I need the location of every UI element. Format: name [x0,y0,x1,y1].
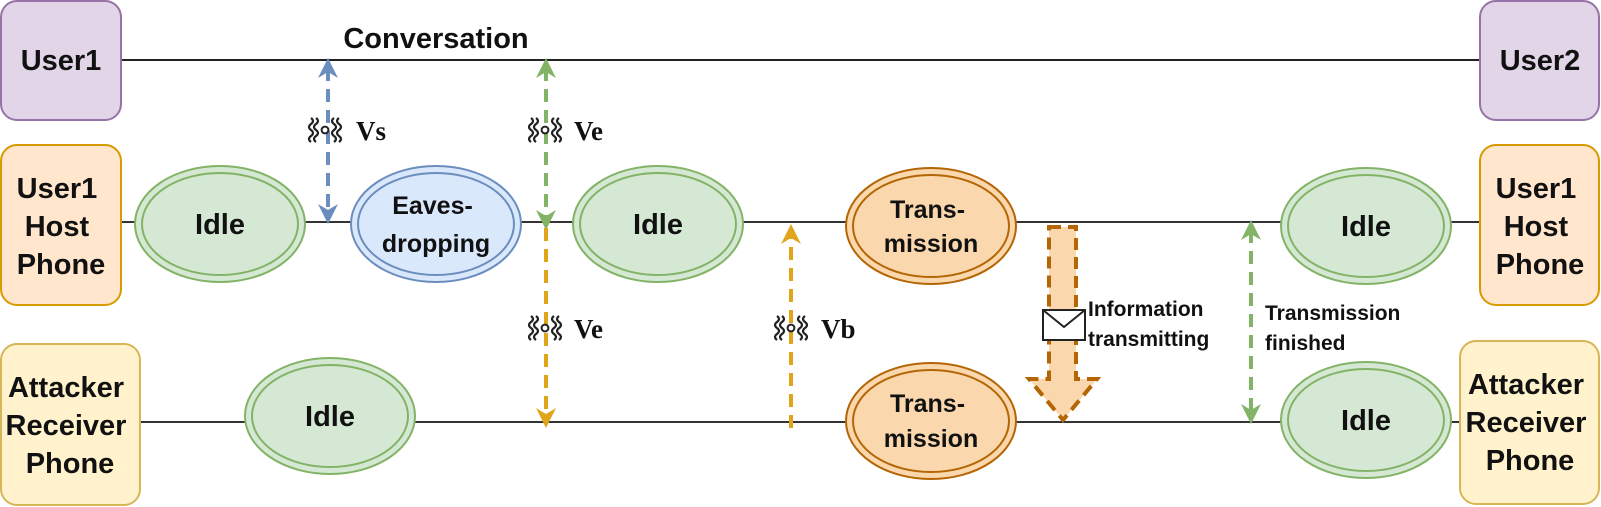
ve-bottom-label: Ve [574,314,603,344]
svg-text:Idle: Idle [195,209,245,241]
svg-text:Trans- mission: Trans- mission [884,390,978,453]
svg-text:Idle: Idle [633,209,683,241]
host-transmission-state: Trans- mission [845,167,1017,285]
svg-text:Attacker Receiver: Attacker Receiver Phone [1466,369,1595,477]
attacker-idle-state-1: Idle [244,357,416,475]
transmission-finished-note: Transmission finished [1265,302,1406,355]
svg-text:Idle: Idle [1341,211,1391,243]
svg-text:Idle: Idle [1341,405,1391,437]
svg-text:Attacker Receiver: Attacker Receiver Phone [6,372,135,480]
user1-box: User1 [0,0,122,121]
user2-box: User2 [1479,0,1600,121]
svg-text:User1 Host Phone: User1 Host Phone [17,173,106,281]
svg-text:User1 Host Phone: User1 Host Phone [1496,173,1585,281]
attacker-transmission-state: Trans- mission [845,362,1017,480]
host-idle-state-3: Idle [1280,167,1452,285]
svg-text:Trans- mission: Trans- mission [884,196,978,258]
host-eavesdropping-state: Eaves- dropping [350,165,522,283]
svg-text:Idle: Idle [305,401,355,433]
vs-wave-icon [307,116,343,144]
conversation-label: Conversation [343,23,528,55]
svg-text:Eaves- dropping: Eaves- dropping [382,192,490,258]
host-phone-box-left: User1 Host Phone [0,144,122,306]
host-idle-state-2: Idle [572,165,744,283]
vb-label: Vb [821,314,856,344]
svg-text:User2: User2 [1500,45,1581,77]
attacker-phone-box-left: Attacker Receiver Phone [0,343,141,506]
attacker-phone-box-right: Attacker Receiver Phone [1459,340,1600,505]
ve-top-label: Ve [574,116,603,146]
vs-label: Vs [356,116,386,146]
svg-text:User1: User1 [21,45,102,77]
information-transmitting-note: Information transmitting [1088,298,1209,351]
host-idle-state-1: Idle [134,165,306,283]
envelope-icon [1042,309,1086,341]
host-phone-box-right: User1 Host Phone [1479,144,1600,306]
attacker-idle-state-2: Idle [1280,361,1452,479]
